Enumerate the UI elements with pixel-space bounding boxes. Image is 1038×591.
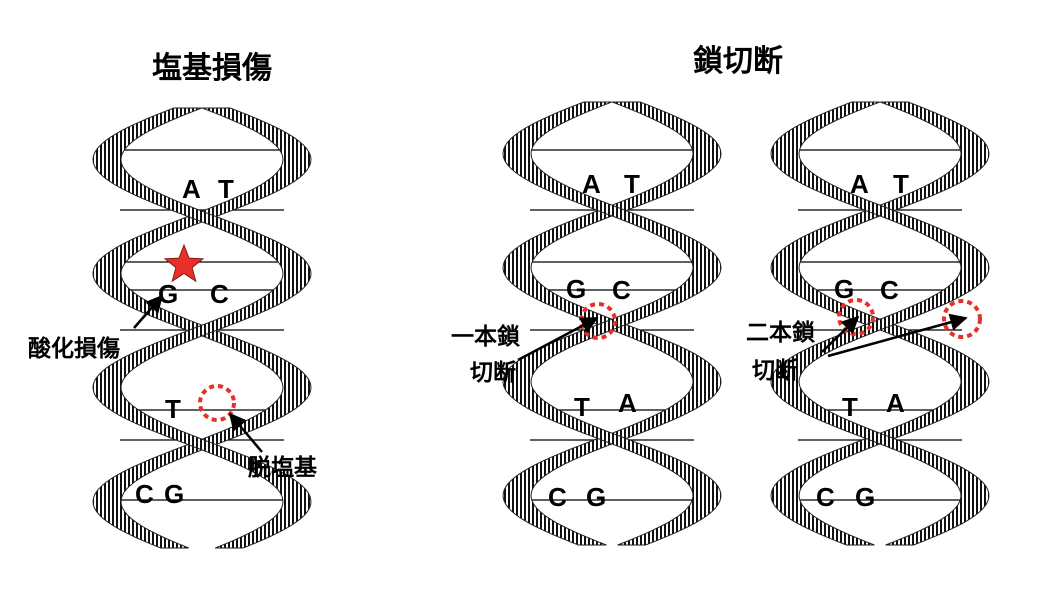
base-letter: A: [182, 174, 201, 204]
base-letter: G: [158, 279, 178, 309]
title-strand-break: 鎖切断: [693, 44, 783, 79]
base-letter: G: [586, 482, 606, 512]
oxidative-damage-star-icon: [163, 243, 205, 283]
base-letter: A: [886, 388, 905, 418]
base-letter: G: [566, 274, 586, 304]
dna-helix-double-strand-break: [770, 101, 990, 546]
base-letter: C: [135, 479, 154, 509]
title-base-damage: 塩基損傷: [152, 51, 272, 86]
base-letter: C: [816, 482, 835, 512]
abasic-site-circle: [198, 384, 236, 422]
dna-strand-2: [502, 101, 722, 546]
double-break-arrow-left: [821, 315, 860, 353]
label-double-break-2: 切断: [752, 357, 798, 384]
base-letter: C: [548, 482, 567, 512]
oxidative-damage-arrow: [133, 294, 164, 329]
single-break-arrow: [517, 316, 599, 362]
base-letter: A: [850, 169, 869, 199]
base-letter: A: [618, 388, 637, 418]
base-letter: T: [842, 392, 858, 422]
dna-helix-single-strand-break: [502, 101, 722, 546]
label-single-break-1: 一本鎖: [451, 323, 521, 350]
base-letter: T: [893, 169, 909, 199]
abasic-arrow: [228, 412, 263, 453]
base-letter: C: [612, 275, 631, 305]
label-abasic: 脱塩基: [248, 454, 318, 481]
base-letter: A: [582, 169, 601, 199]
base-letter: G: [164, 479, 184, 509]
double-break-circle-left: [837, 298, 875, 336]
base-letter: G: [855, 482, 875, 512]
base-letter: T: [624, 169, 640, 199]
label-double-break-1: 二本鎖: [746, 319, 816, 346]
base-letter: C: [880, 275, 899, 305]
dna-strand-2: [770, 101, 990, 546]
single-break-circle: [579, 302, 617, 340]
base-letter: T: [165, 394, 181, 424]
base-letter: T: [218, 174, 234, 204]
dna-strand-2: [92, 107, 312, 549]
base-letter: T: [574, 392, 590, 422]
dna-helix-base-damage: [92, 107, 312, 549]
double-break-circle-right: [942, 299, 982, 339]
label-single-break-2: 切断: [470, 359, 516, 386]
double-break-arrow-right: [827, 313, 968, 358]
base-letter: G: [834, 274, 854, 304]
label-oxidative-damage: 酸化損傷: [28, 335, 120, 362]
base-letter: C: [210, 279, 229, 309]
